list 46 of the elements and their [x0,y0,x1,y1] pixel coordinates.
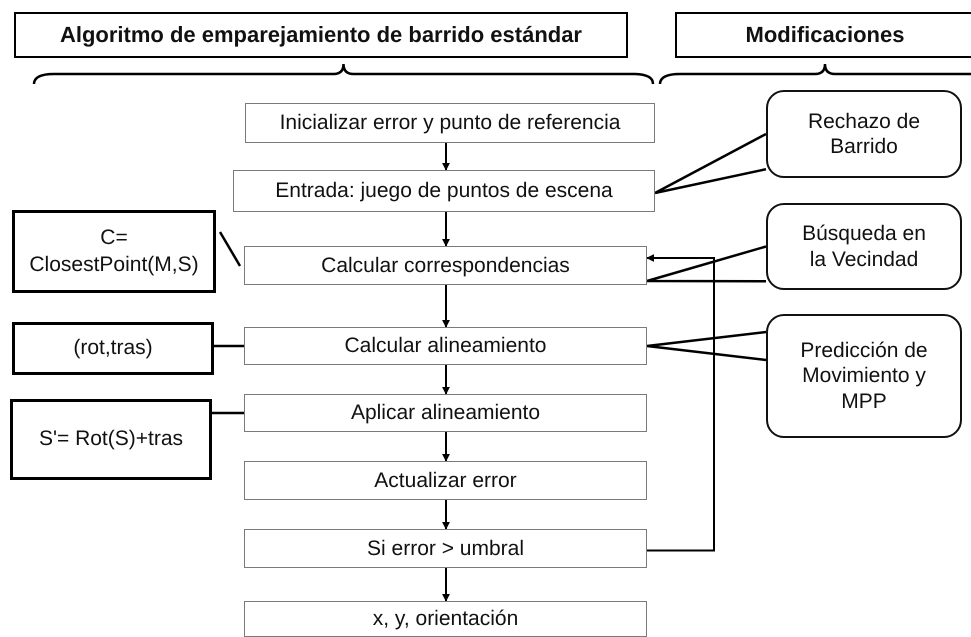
result-box [12,322,214,375]
box-label: Algoritmo de emparejamiento de barrido estándar [60,22,582,48]
connector-line [214,344,244,348]
process-box [245,103,655,143]
callout-bubble [766,314,962,438]
process-box [244,601,647,637]
box-label: Calcular alineamiento [344,334,546,358]
box-label: Si error > umbral [367,536,524,560]
process-box [244,246,647,285]
process-box [244,461,647,500]
result-box [10,399,212,480]
box-label: Inicializar error y punto de referencia [280,111,620,135]
heading-box [14,12,628,58]
callout-pointer [646,245,768,283]
connector-line [218,231,242,267]
arrow [442,212,450,247]
process-box [244,394,647,432]
box-label: Predicción de Movimiento y MPP [799,338,929,414]
box-label: (rot,tras) [73,335,153,362]
box-label: Modificaciones [746,22,904,48]
box-label: S'= Rot(S)+tras [38,426,184,452]
box-label: Calcular correspondencias [321,254,570,278]
callout-pointer [654,132,768,194]
arrow [646,254,715,552]
box-label: C= ClosestPoint(M,S) [28,225,200,278]
arrow [442,432,450,462]
connector-line [212,412,244,414]
box-label: Rechazo de Barrido [806,108,922,160]
result-box [12,210,216,293]
arrow [442,143,450,171]
process-box [233,170,655,212]
heading-box [675,12,971,58]
arrow [442,568,450,602]
box-label: Aplicar alineamiento [350,401,540,425]
process-box [244,327,647,365]
callout-pointer [646,330,768,362]
box-label: Búsqueda en la Vecindad [801,221,927,272]
callout-bubble [766,90,962,178]
box-label: Actualizar error [374,468,517,492]
arrow [442,500,450,530]
box-label: x, y, orientación [372,607,518,631]
callout-bubble [766,203,962,290]
box-label: Entrada: juego de puntos de escena [275,179,613,203]
process-box [244,529,647,568]
arrow [442,365,450,395]
arrow [442,285,450,328]
